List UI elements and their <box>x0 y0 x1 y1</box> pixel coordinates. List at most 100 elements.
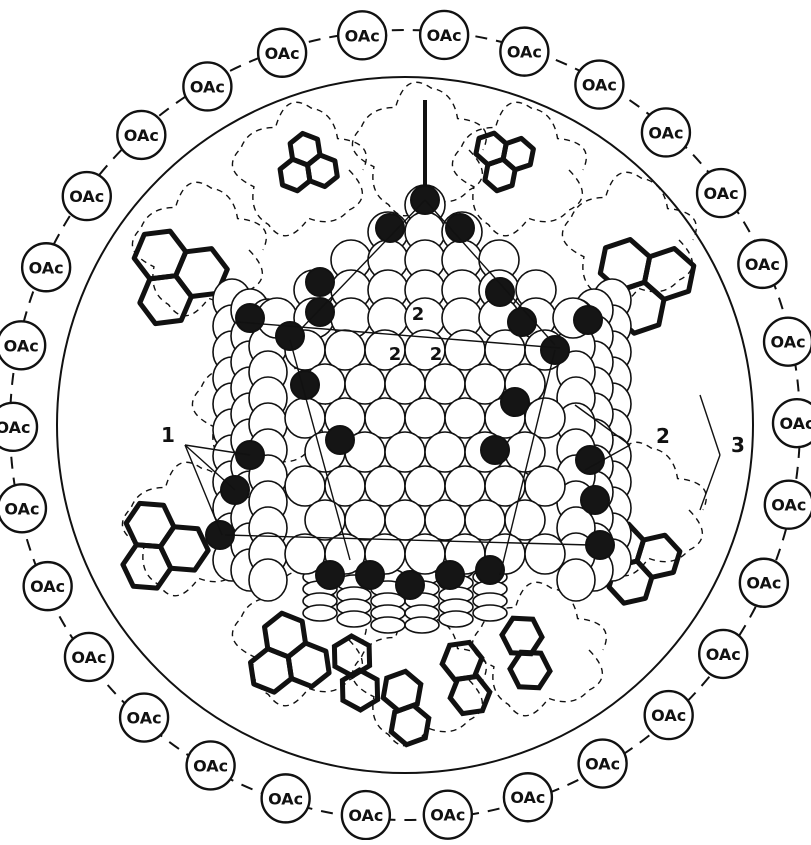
oac-ligand: OAc <box>120 694 168 742</box>
oac-label: OAc <box>510 788 545 807</box>
callout-label-3: 3 <box>731 433 745 457</box>
dark-atom <box>376 214 404 242</box>
bottom-ring-chain <box>334 636 377 710</box>
oac-label: OAc <box>706 645 741 664</box>
oac-ligand: OAc <box>645 691 693 739</box>
oac-ligand: OAc <box>579 740 627 788</box>
oac-ligand: OAc <box>342 791 390 839</box>
face-atom <box>425 432 465 472</box>
face-atom <box>465 500 505 540</box>
oac-ligand: OAc <box>262 774 310 822</box>
ring-cluster-upper-left <box>134 231 227 324</box>
oac-label: OAc <box>745 255 780 274</box>
ring-cluster-top-right <box>476 133 534 191</box>
benzene-ring <box>510 652 550 688</box>
oac-ligand: OAc <box>420 11 468 59</box>
face-atom <box>365 398 405 438</box>
oac-ligand: OAc <box>0 321 45 369</box>
benzene-ring <box>308 155 338 187</box>
dark-atom <box>486 278 514 306</box>
face-atom <box>345 364 385 404</box>
oac-label: OAc <box>124 126 159 145</box>
bottom-ring-chain <box>502 618 550 688</box>
dark-atom <box>581 486 609 514</box>
face-atom <box>405 398 445 438</box>
benzene-ring <box>140 276 192 324</box>
oac-label: OAc <box>268 789 303 808</box>
dark-atom <box>396 571 424 599</box>
face-atom <box>345 500 385 540</box>
side-atom <box>249 559 287 601</box>
oac-label: OAc <box>430 806 465 825</box>
dark-atom <box>306 298 334 326</box>
oac-label: OAc <box>582 76 617 95</box>
face-atom <box>285 466 325 506</box>
dark-atom <box>481 436 509 464</box>
oac-ligand: OAc <box>63 172 111 220</box>
dark-atom <box>236 304 264 332</box>
oac-ligand: OAc <box>187 741 235 789</box>
face-atom <box>405 466 445 506</box>
benzene-ring <box>288 643 329 687</box>
oac-label: OAc <box>585 755 620 774</box>
oac-ligand: OAc <box>575 61 623 109</box>
dark-atom <box>476 556 504 584</box>
oac-label: OAc <box>4 499 39 518</box>
face-atom <box>425 500 465 540</box>
face-atom <box>285 398 325 438</box>
dark-atom <box>586 531 614 559</box>
oac-label: OAc <box>190 77 225 96</box>
oac-ligand: OAc <box>24 562 72 610</box>
benzene-ring <box>251 649 292 693</box>
side-atom <box>557 559 595 601</box>
callout-label-1: 1 <box>161 423 175 447</box>
dashed-cloud-outline <box>232 102 366 236</box>
face-label-middle-right: 2 <box>430 344 443 365</box>
face-atom <box>525 466 565 506</box>
oac-ligand: OAc <box>117 111 165 159</box>
disc-atom <box>337 611 371 627</box>
oac-label: OAc <box>29 258 64 277</box>
disc-atom <box>371 617 405 633</box>
oac-ligand: OAc <box>65 633 113 681</box>
oac-ligand: OAc <box>699 630 747 678</box>
oac-label: OAc <box>771 333 806 352</box>
oac-ligand: OAc <box>183 62 231 110</box>
benzene-ring <box>502 618 542 654</box>
ring-cluster-bottom-left <box>251 613 330 692</box>
face-atom <box>505 500 545 540</box>
oac-label: OAc <box>30 577 65 596</box>
face-label-top: 2 <box>412 304 425 325</box>
disc-atom <box>473 605 507 621</box>
dark-atom <box>436 561 464 589</box>
oac-label: OAc <box>71 648 106 667</box>
oac-ligand: OAc <box>424 791 472 839</box>
callout-label-2: 2 <box>656 424 670 448</box>
oac-ligand: OAc <box>697 169 745 217</box>
face-atom <box>445 330 485 370</box>
dark-atom <box>501 388 529 416</box>
benzene-ring <box>123 545 171 588</box>
oac-ligand: OAc <box>773 399 811 447</box>
face-atom <box>325 466 365 506</box>
oac-label: OAc <box>771 496 806 515</box>
dark-atom <box>316 561 344 589</box>
oac-label: OAc <box>427 26 462 45</box>
bottom-ring-chain <box>383 671 429 744</box>
oac-label: OAc <box>746 574 781 593</box>
face-atom <box>445 398 485 438</box>
disc-atom <box>303 605 337 621</box>
oac-ligand: OAc <box>738 240 786 288</box>
benzene-ring <box>503 138 533 169</box>
face-atom <box>385 432 425 472</box>
oac-ligand: OAc <box>504 773 552 821</box>
dark-atom <box>508 308 536 336</box>
face-atom <box>525 534 565 574</box>
dark-atom <box>306 268 334 296</box>
oac-ligand: OAc <box>764 318 811 366</box>
oac-label: OAc <box>704 184 739 203</box>
dark-atom <box>326 426 354 454</box>
face-atom <box>505 432 545 472</box>
